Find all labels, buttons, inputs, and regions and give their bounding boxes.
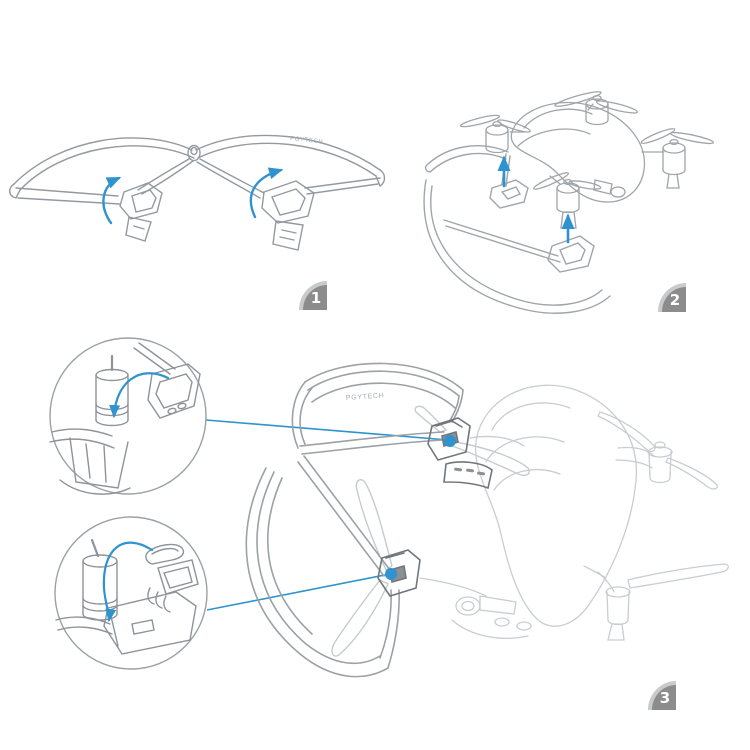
step-2-illustration: [423, 91, 715, 314]
motor-closeup-rear: [55, 538, 199, 655]
step-1-illustration: PGYTECH: [9, 134, 386, 251]
step-3-badge: 3: [648, 681, 676, 710]
installed-guard-outline: [245, 362, 464, 678]
drone-ghost-sketch: [419, 384, 729, 641]
installed-clips: [377, 417, 493, 597]
propeller-blades: [331, 405, 530, 657]
attachment-dot-front: [444, 435, 456, 447]
guard-clip-right: [261, 180, 315, 251]
step-2-badge: 2: [658, 283, 686, 312]
drone-sketch: [459, 91, 715, 229]
brand-marking: PGYTECH: [290, 136, 324, 145]
attachment-dot-rear: [385, 568, 397, 580]
brand-marking: PGYTECH: [346, 392, 385, 402]
callout-leader-lines: [205, 419, 449, 611]
rotate-arrow-closeup-front-icon: [109, 372, 170, 419]
step-3-illustration: PGYTECH: [49, 337, 729, 678]
propeller-guard-outline: [423, 145, 611, 314]
rotate-arrow-right-icon: [249, 167, 284, 219]
rotate-arrow-left-icon: [102, 176, 122, 225]
step-number: 1: [310, 289, 322, 307]
step-number: 3: [659, 689, 671, 707]
guard-clip-left: [119, 182, 163, 242]
motor-closeup-front: [49, 342, 201, 495]
step-number: 2: [669, 291, 681, 309]
rotate-arrow-closeup-rear-icon: [102, 541, 154, 623]
leader-line-rear: [206, 573, 391, 611]
step-1-badge: 1: [299, 281, 327, 310]
propeller-guard-outline: [9, 134, 386, 251]
detail-callout-front: [49, 337, 207, 495]
detail-callout-rear: [54, 516, 208, 670]
badge-face: 2: [662, 287, 686, 312]
leader-line-front: [205, 419, 449, 441]
